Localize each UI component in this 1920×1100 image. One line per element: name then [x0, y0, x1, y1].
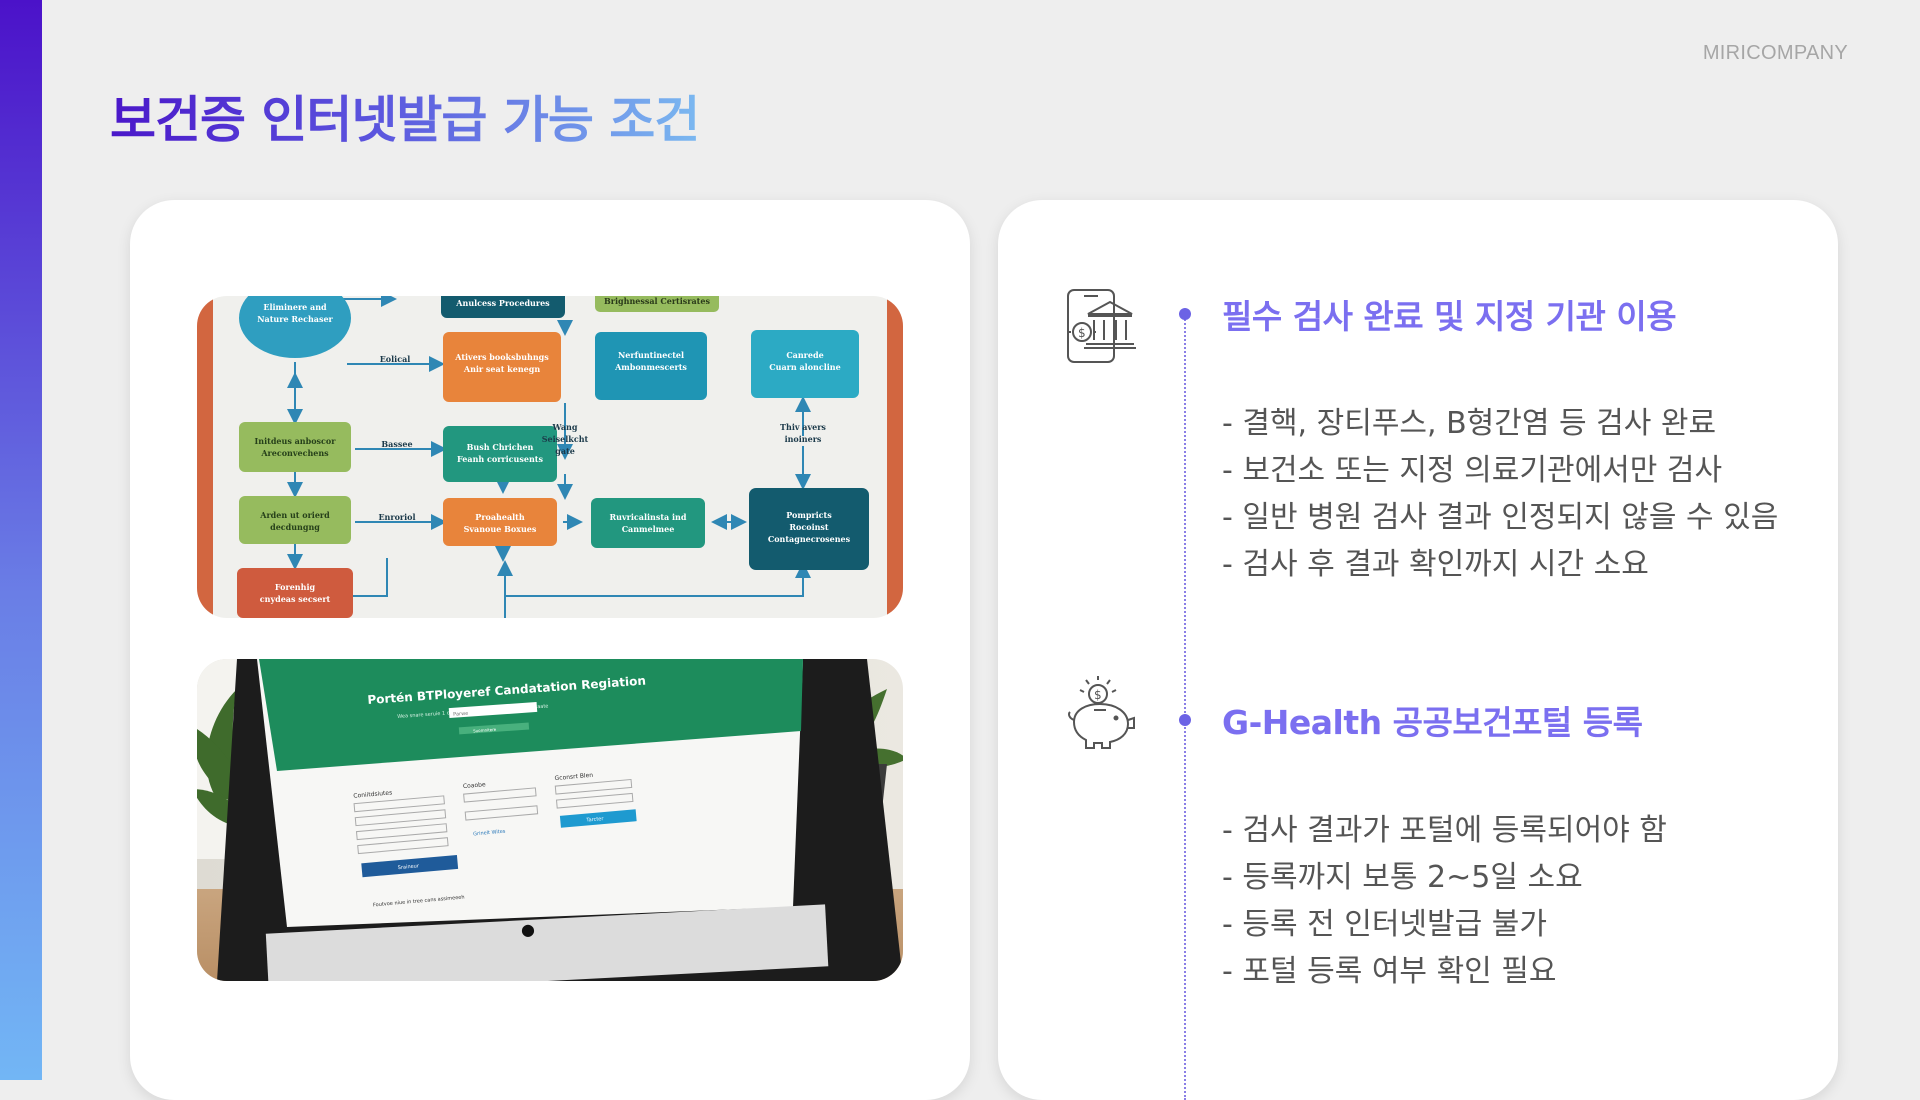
brand-name: MIRICOMPANY	[1702, 42, 1848, 64]
svg-text:Svanoue Boxues: Svanoue Boxues	[464, 524, 537, 534]
svg-text:Tarcter: Tarcter	[585, 816, 604, 824]
svg-text:●: ●	[521, 920, 535, 939]
svg-text:Cuarn aloncline: Cuarn aloncline	[769, 362, 840, 372]
svg-text:$: $	[1094, 688, 1102, 702]
svg-text:gate: gate	[555, 446, 575, 456]
svg-text:Gconsrt Blen: Gconsrt Blen	[554, 772, 593, 782]
svg-text:Bush Chrichen: Bush Chrichen	[467, 442, 534, 452]
svg-text:Eolical: Eolical	[380, 354, 411, 364]
svg-text:Feanh corricusents: Feanh corricusents	[457, 454, 543, 464]
bullet-item: - 검사 후 결과 확인까지 시간 소요	[1222, 547, 1649, 582]
svg-text:Grinelt Wites: Grinelt Wites	[473, 829, 506, 838]
svg-text:Anir seat kenegn: Anir seat kenegn	[463, 364, 540, 374]
svg-text:Seiselkcht: Seiselkcht	[542, 434, 589, 444]
svg-text:Wang: Wang	[552, 422, 578, 432]
flowchart-image: Eliminere and Nature Rechaser Anulcess P…	[197, 296, 903, 618]
svg-text:Areconvechens: Areconvechens	[260, 448, 329, 458]
bullet-item: - 결핵, 장티푸스, B형간염 등 검사 완료	[1222, 406, 1717, 441]
svg-text:Proahealth: Proahealth	[475, 512, 525, 522]
svg-text:decdungng: decdungng	[270, 522, 320, 532]
accent-bar	[0, 0, 42, 1080]
svg-text:Coniitdsiutes: Coniitdsiutes	[353, 789, 392, 799]
svg-text:Coaobe: Coaobe	[463, 781, 487, 790]
svg-text:Anulcess Procedures: Anulcess Procedures	[455, 298, 550, 308]
svg-text:Initdeus anboscor: Initdeus anboscor	[255, 436, 337, 446]
svg-text:Parwe: Parwe	[453, 711, 468, 718]
bullet-item: - 보건소 또는 지정 의료기관에서만 검사	[1222, 453, 1723, 488]
svg-text:cnydeas secsert: cnydeas secsert	[260, 594, 331, 604]
piggy-bank-icon: $	[1066, 672, 1138, 750]
svg-text:inoiners: inoiners	[785, 434, 822, 444]
bullet-item: - 검사 결과가 포털에 등록되어야 함	[1222, 813, 1667, 848]
svg-text:Forenhig: Forenhig	[275, 582, 316, 592]
svg-text:Rocoinst: Rocoinst	[789, 522, 829, 532]
bullet-item: - 포털 등록 여부 확인 필요	[1222, 954, 1557, 989]
svg-text:Contagnecrosenes: Contagnecrosenes	[768, 534, 851, 544]
svg-text:Nature Rechaser: Nature Rechaser	[257, 314, 333, 324]
image-card: Eliminere and Nature Rechaser Anulcess P…	[130, 200, 970, 1100]
timeline-line	[1184, 312, 1186, 1100]
svg-text:Nerfuntinectel: Nerfuntinectel	[618, 350, 684, 360]
svg-text:$: $	[1078, 326, 1086, 340]
svg-text:Arden ut orierd: Arden ut orierd	[259, 510, 330, 520]
monitor-image: ● Portén BTPloyeref Candatation Regiatio…	[197, 659, 903, 981]
svg-text:Canrede: Canrede	[786, 350, 823, 360]
svg-text:Enroriol: Enroriol	[378, 512, 415, 522]
svg-text:Eliminere and: Eliminere and	[263, 302, 327, 312]
svg-text:Sraineur: Sraineur	[398, 863, 421, 871]
svg-text:Thiv avers: Thiv avers	[780, 422, 826, 432]
section-title-required-tests: 필수 검사 완료 및 지정 기관 이용	[1222, 297, 1677, 336]
svg-text:Pompricts: Pompricts	[786, 510, 832, 520]
svg-text:Ativers booksbuhngs: Ativers booksbuhngs	[454, 352, 549, 362]
svg-text:Bassee: Bassee	[381, 439, 412, 449]
svg-text:Canmelmee: Canmelmee	[622, 524, 675, 534]
timeline-dot	[1179, 308, 1191, 320]
mobile-bank-icon: $	[1066, 288, 1138, 366]
section-title-ghealth-registration: G-Health 공공보건포털 등록	[1222, 703, 1643, 742]
bullet-item: - 등록까지 보통 2~5일 소요	[1222, 860, 1583, 895]
svg-text:Brighnessal Certisrates: Brighnessal Certisrates	[604, 296, 710, 306]
svg-text:Ruvricalinsta ind: Ruvricalinsta ind	[610, 512, 687, 522]
svg-text:Suomnitere: Suomnitere	[473, 727, 497, 734]
conditions-card: $ 필수 검사 완료 및 지정 기관 이용 - 결핵, 장티푸스, B형간염 등…	[998, 200, 1838, 1100]
timeline-dot	[1179, 714, 1191, 726]
section-bullets-required-tests: - 결핵, 장티푸스, B형간염 등 검사 완료 - 보건소 또는 지정 의료기…	[1222, 400, 1782, 588]
section-bullets-ghealth-registration: - 검사 결과가 포털에 등록되어야 함 - 등록까지 보통 2~5일 소요 -…	[1222, 807, 1782, 995]
page-title: 보건증 인터넷발급 가능 조건	[110, 80, 700, 152]
bullet-item: - 등록 전 인터넷발급 불가	[1222, 907, 1547, 942]
svg-text:Ambonmescerts: Ambonmescerts	[614, 362, 687, 372]
bullet-item: - 일반 병원 검사 결과 인정되지 않을 수 있음	[1222, 500, 1779, 535]
